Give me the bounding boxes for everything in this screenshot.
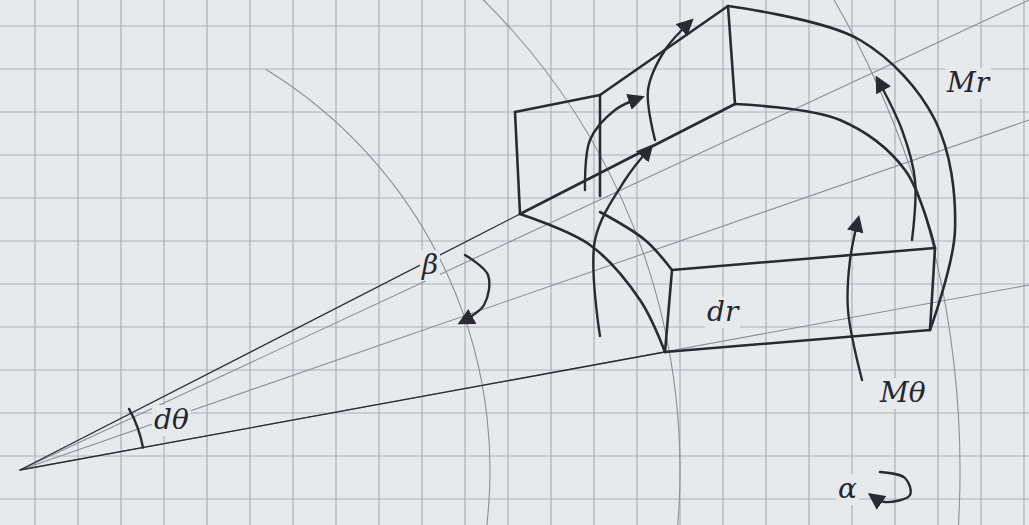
construction-line	[20, 285, 1029, 470]
grid-line	[722, 0, 723, 525]
symbol-label: α	[836, 474, 859, 505]
element-edge	[672, 248, 935, 270]
moment-arrow	[878, 80, 915, 240]
symbol-label: dθ	[152, 405, 191, 436]
grid-line	[0, 197, 1029, 198]
grid-line	[206, 0, 207, 525]
moment-arrow	[847, 220, 862, 380]
element-edge	[735, 104, 935, 248]
grid-line	[0, 326, 1029, 327]
grid-line	[77, 0, 78, 525]
grid-line	[0, 25, 1029, 26]
grid-line	[851, 0, 852, 525]
element-edge	[600, 212, 672, 270]
element-outline	[20, 6, 955, 502]
element-edge	[515, 95, 600, 112]
element-edge	[665, 330, 930, 352]
element-edge	[728, 6, 955, 330]
grid-line	[378, 0, 379, 525]
grid-line	[34, 0, 35, 525]
moment-arrow	[593, 148, 650, 336]
angle-arc	[129, 409, 143, 448]
construction-arc	[266, 69, 490, 525]
grid-line	[894, 0, 895, 525]
moment-arrow	[462, 255, 489, 322]
moment-arrow	[585, 98, 640, 190]
grid-line	[507, 0, 508, 525]
symbol-label: dr	[705, 297, 740, 328]
moment-arrow	[648, 22, 690, 140]
element-edge	[515, 112, 520, 214]
grid-line	[163, 0, 164, 525]
element-edge	[599, 95, 602, 196]
moment-arrow	[872, 472, 911, 502]
construction-line	[20, 0, 1029, 470]
element-edge	[665, 270, 672, 352]
grid-line	[0, 240, 1029, 241]
symbol-label: Mr	[945, 68, 991, 99]
radius-line	[20, 352, 665, 470]
radius-line	[20, 214, 520, 470]
grid-line	[937, 0, 938, 525]
symbol-label: Mθ	[878, 378, 928, 409]
element-edge	[520, 104, 735, 214]
element-edge	[728, 6, 735, 104]
grid-line	[120, 0, 121, 525]
construction-line	[20, 120, 1029, 470]
grid-line	[292, 0, 293, 525]
construction-lines	[20, 0, 1029, 525]
grid-line	[0, 68, 1029, 69]
grid-line	[1023, 0, 1024, 525]
grid-line	[808, 0, 809, 525]
grid-line	[636, 0, 637, 525]
grid-line	[0, 369, 1029, 370]
grid-line	[335, 0, 336, 525]
element-edge	[520, 214, 665, 352]
construction-arc	[511, 0, 960, 525]
grid-line	[0, 283, 1029, 284]
grid-line	[0, 154, 1029, 155]
grid-line	[0, 455, 1029, 456]
symbol-label: β	[420, 250, 440, 281]
construction-arc	[365, 0, 680, 525]
grid-line	[249, 0, 250, 525]
